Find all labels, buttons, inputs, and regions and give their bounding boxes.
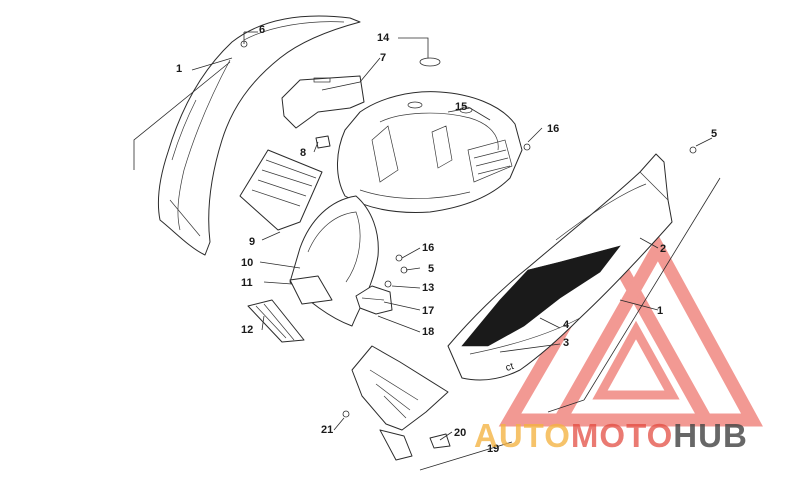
watermark-text: AUTOMOTOHUB [474, 418, 748, 454]
callout-1-left-panel: 1 [176, 63, 183, 75]
watermark-auto: AUTO [474, 417, 571, 454]
callout-16-mid: 16 [422, 242, 435, 254]
callout-3: 3 [563, 337, 570, 349]
part-11-lower-trim [289, 275, 333, 305]
part-9-grille [239, 149, 323, 231]
callout-4: 4 [563, 319, 570, 331]
callout-6: 6 [259, 24, 266, 36]
part-12-mesh [247, 299, 305, 343]
callout-14: 14 [377, 32, 390, 44]
callout-16-top: 16 [547, 123, 560, 135]
callout-13: 13 [422, 282, 435, 294]
leader-lines [133, 31, 721, 471]
callout-18: 18 [422, 326, 435, 338]
watermark-moto: MOTO [570, 417, 674, 454]
callout-9: 9 [249, 236, 256, 248]
callout-5-mid: 5 [428, 263, 435, 275]
watermark-hub: HUB [673, 417, 748, 454]
part-17-bracket [355, 285, 393, 315]
callout-2: 2 [660, 243, 667, 255]
part-7-panel [281, 75, 365, 129]
callout-1-right-panel: 1 [657, 305, 664, 317]
part-19-lower-bracket [351, 345, 449, 461]
part-2-right-side-panel [447, 153, 673, 381]
callout-17: 17 [422, 305, 435, 317]
callout-7: 7 [380, 52, 387, 64]
callout-19: 19 [487, 443, 500, 455]
callout-8: 8 [300, 147, 307, 159]
part-1-left-side-panel [157, 15, 361, 256]
callout-5-top: 5 [711, 128, 718, 140]
front-nose-cowl [337, 91, 523, 213]
fasteners [240, 40, 697, 449]
callout-10: 10 [241, 257, 254, 269]
callout-11: 11 [241, 277, 253, 289]
callout-21: 21 [321, 424, 334, 436]
callout-12: 12 [241, 324, 254, 336]
callout-20: 20 [454, 427, 467, 439]
callout-15: 15 [455, 101, 468, 113]
